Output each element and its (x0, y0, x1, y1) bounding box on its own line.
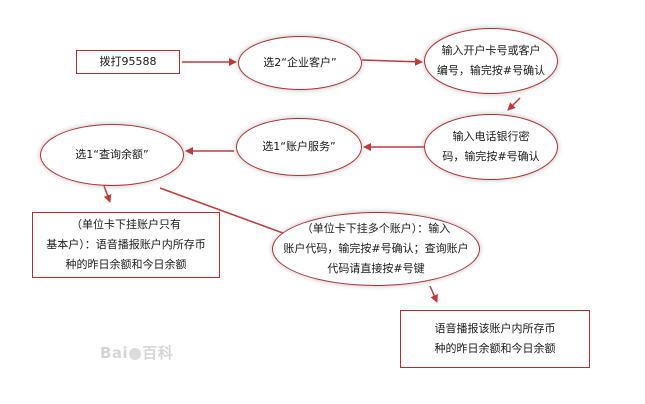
dial-95588-box: 拨打95588 (76, 50, 180, 74)
select-corporate-ellipse: 选2“企业客户” (238, 36, 362, 90)
select-balance-query-ellipse: 选1“查询余额” (40, 124, 184, 186)
enter-password-text: 输入电话银行密 码，输完按#号确认 (442, 130, 540, 163)
watermark-right-text: 百科 (142, 344, 174, 362)
arrow-account-to-password (507, 97, 521, 111)
broadcast-result-text: 语音播报该账户内所存币 种的昨日余额和今日余额 (434, 322, 556, 355)
select-corporate-text: 选2“企业客户” (263, 56, 337, 69)
dial-95588-text: 拨打95588 (99, 55, 157, 68)
paw-icon (129, 347, 142, 360)
arrow-balance-to-single (103, 185, 112, 203)
arrow-corporate-to-account (361, 57, 423, 66)
enter-account-text: 输入开户卡号或客户 编号，输完按#号确认 (436, 44, 546, 77)
multiple-accounts-ellipse: （单位卡下挂多个账户）：输入 账户代码，输完按#号确认；查询账户 代码请直接按#… (272, 212, 480, 286)
select-account-service-ellipse: 选1“账户服务” (236, 118, 362, 176)
enter-password-ellipse: 输入电话银行密 码，输完按#号确认 (424, 114, 558, 180)
select-balance-query-text: 选1“查询余额” (75, 148, 149, 161)
single-account-box: （单位卡下挂账户只有 基本户）：语音播报账户内所存币 种的昨日余额和今日余额 (32, 212, 220, 278)
single-account-text: （单位卡下挂账户只有 基本户）：语音播报账户内所存币 种的昨日余额和今日余额 (46, 218, 206, 271)
watermark-left-text: Bai (100, 344, 129, 362)
multiple-accounts-text: （单位卡下挂多个账户）：输入 账户代码，输完按#号确认；查询账户 代码请直接按#… (283, 222, 469, 275)
select-account-service-text: 选1“账户服务” (262, 140, 336, 153)
arrow-multiple-to-broadcast (429, 285, 438, 303)
arrow-balance-to-multiple (159, 187, 303, 242)
enter-account-ellipse: 输入开户卡号或客户 编号，输完按#号确认 (424, 28, 558, 94)
broadcast-result-box: 语音播报该账户内所存币 种的昨日余额和今日余额 (400, 310, 590, 368)
baidu-watermark-logo: Bai 百科 (100, 342, 173, 363)
